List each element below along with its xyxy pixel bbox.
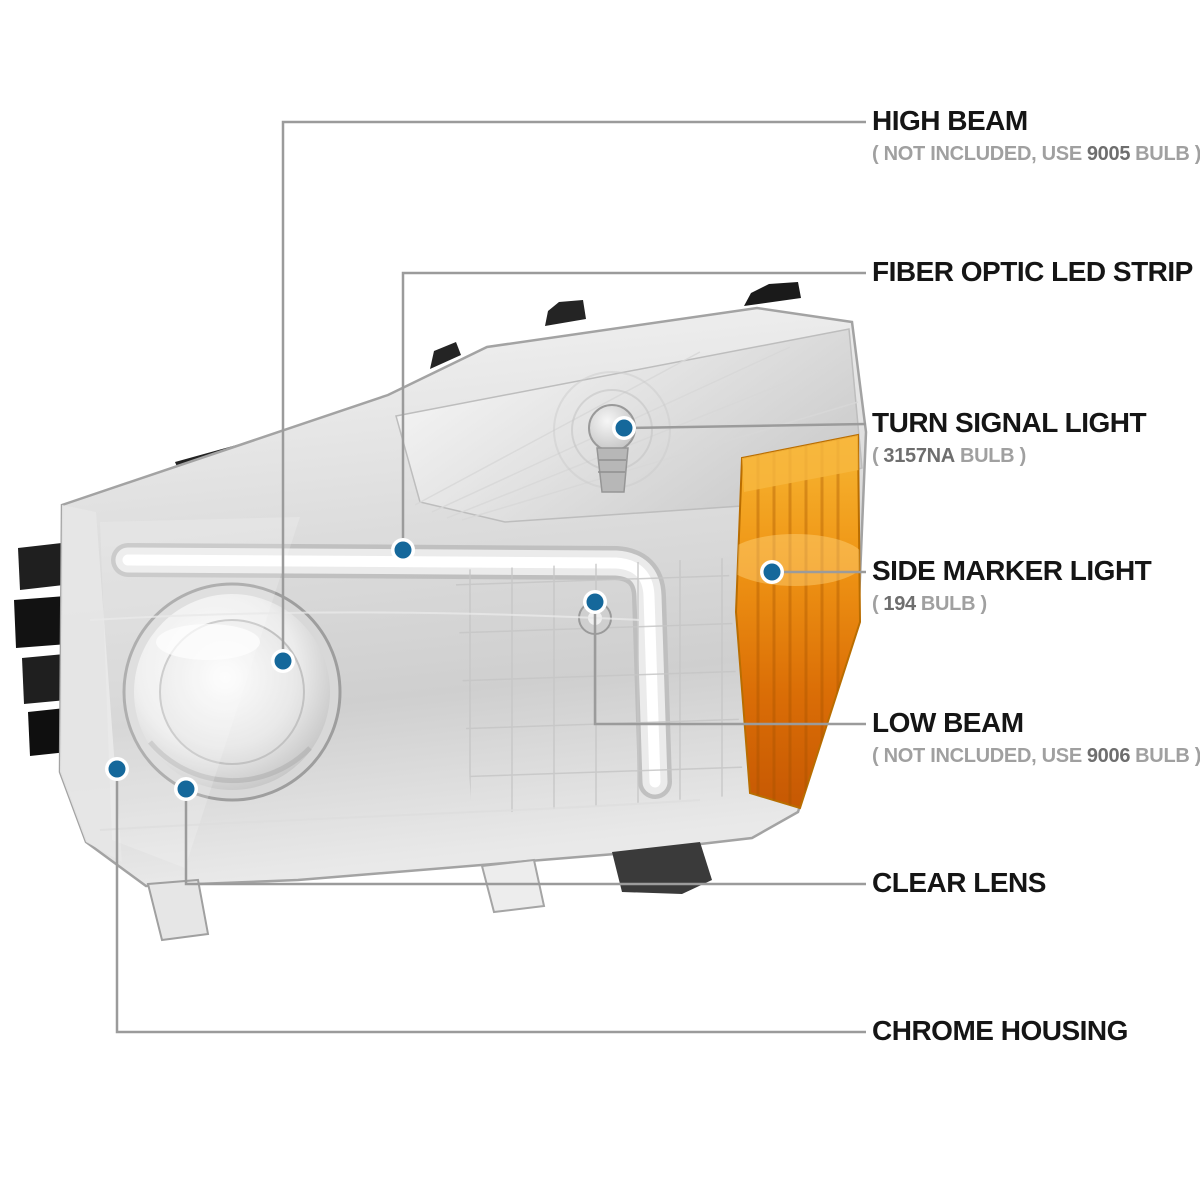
callout-line-low-beam: [593, 602, 866, 726]
sub-pre: ( NOT INCLUDED, USE: [872, 745, 1082, 767]
callout-clear-lens: CLEAR LENS: [872, 866, 1046, 900]
sub-pre: (: [872, 445, 879, 467]
callout-title: CLEAR LENS: [872, 867, 1046, 898]
bulb-number: 194: [883, 593, 916, 615]
projector-lens: [122, 582, 342, 802]
sub-post: BULB ): [1135, 143, 1200, 165]
callout-line-chrome-housing: [115, 769, 866, 1034]
anchor-dot-high-beam: [271, 649, 295, 673]
fiber-optic-led-strip-bar: [111, 543, 672, 799]
callout-dots: [105, 416, 784, 801]
sub-post: BULB ): [1135, 745, 1200, 767]
sub-post: BULB ): [959, 445, 1026, 467]
callout-line-fiber-optic: [401, 271, 866, 550]
callout-title: FIBER OPTIC LED STRIP: [872, 256, 1193, 287]
callout-title: HIGH BEAM: [872, 105, 1028, 136]
callout-chrome-housing: CHROME HOUSING: [872, 1014, 1128, 1048]
anchor-dot-fiber-optic: [391, 538, 415, 562]
sub-pre: (: [872, 593, 879, 615]
anchor-dot-low-beam: [583, 590, 607, 614]
sub-pre: ( NOT INCLUDED, USE: [872, 143, 1082, 165]
callout-title: TURN SIGNAL LIGHT: [872, 407, 1147, 438]
sub-post: BULB ): [920, 593, 987, 615]
mounting-tabs-bottom: [146, 842, 712, 942]
callout-title: SIDE MARKER LIGHT: [872, 555, 1152, 586]
callout-lines: [115, 120, 867, 1034]
anchor-dot-chrome-housing: [105, 757, 129, 781]
bulb-number: 9006: [1086, 745, 1131, 767]
anchor-dot-side-marker: [760, 560, 784, 584]
side-marker-reflector: [734, 433, 862, 810]
callout-line-turn-signal: [623, 422, 867, 430]
callout-fiber-optic-led-strip: FIBER OPTIC LED STRIP: [872, 255, 1193, 289]
callout-title: CHROME HOUSING: [872, 1015, 1128, 1046]
callout-title: LOW BEAM: [872, 707, 1024, 738]
bulb-number: 9005: [1086, 143, 1131, 165]
anchor-dot-clear-lens: [174, 777, 198, 801]
callout-line-high-beam: [281, 120, 866, 661]
anchor-dot-turn-signal: [612, 416, 636, 440]
callout-line-clear-lens: [184, 789, 866, 886]
bulb-number: 3157NA: [883, 445, 955, 467]
